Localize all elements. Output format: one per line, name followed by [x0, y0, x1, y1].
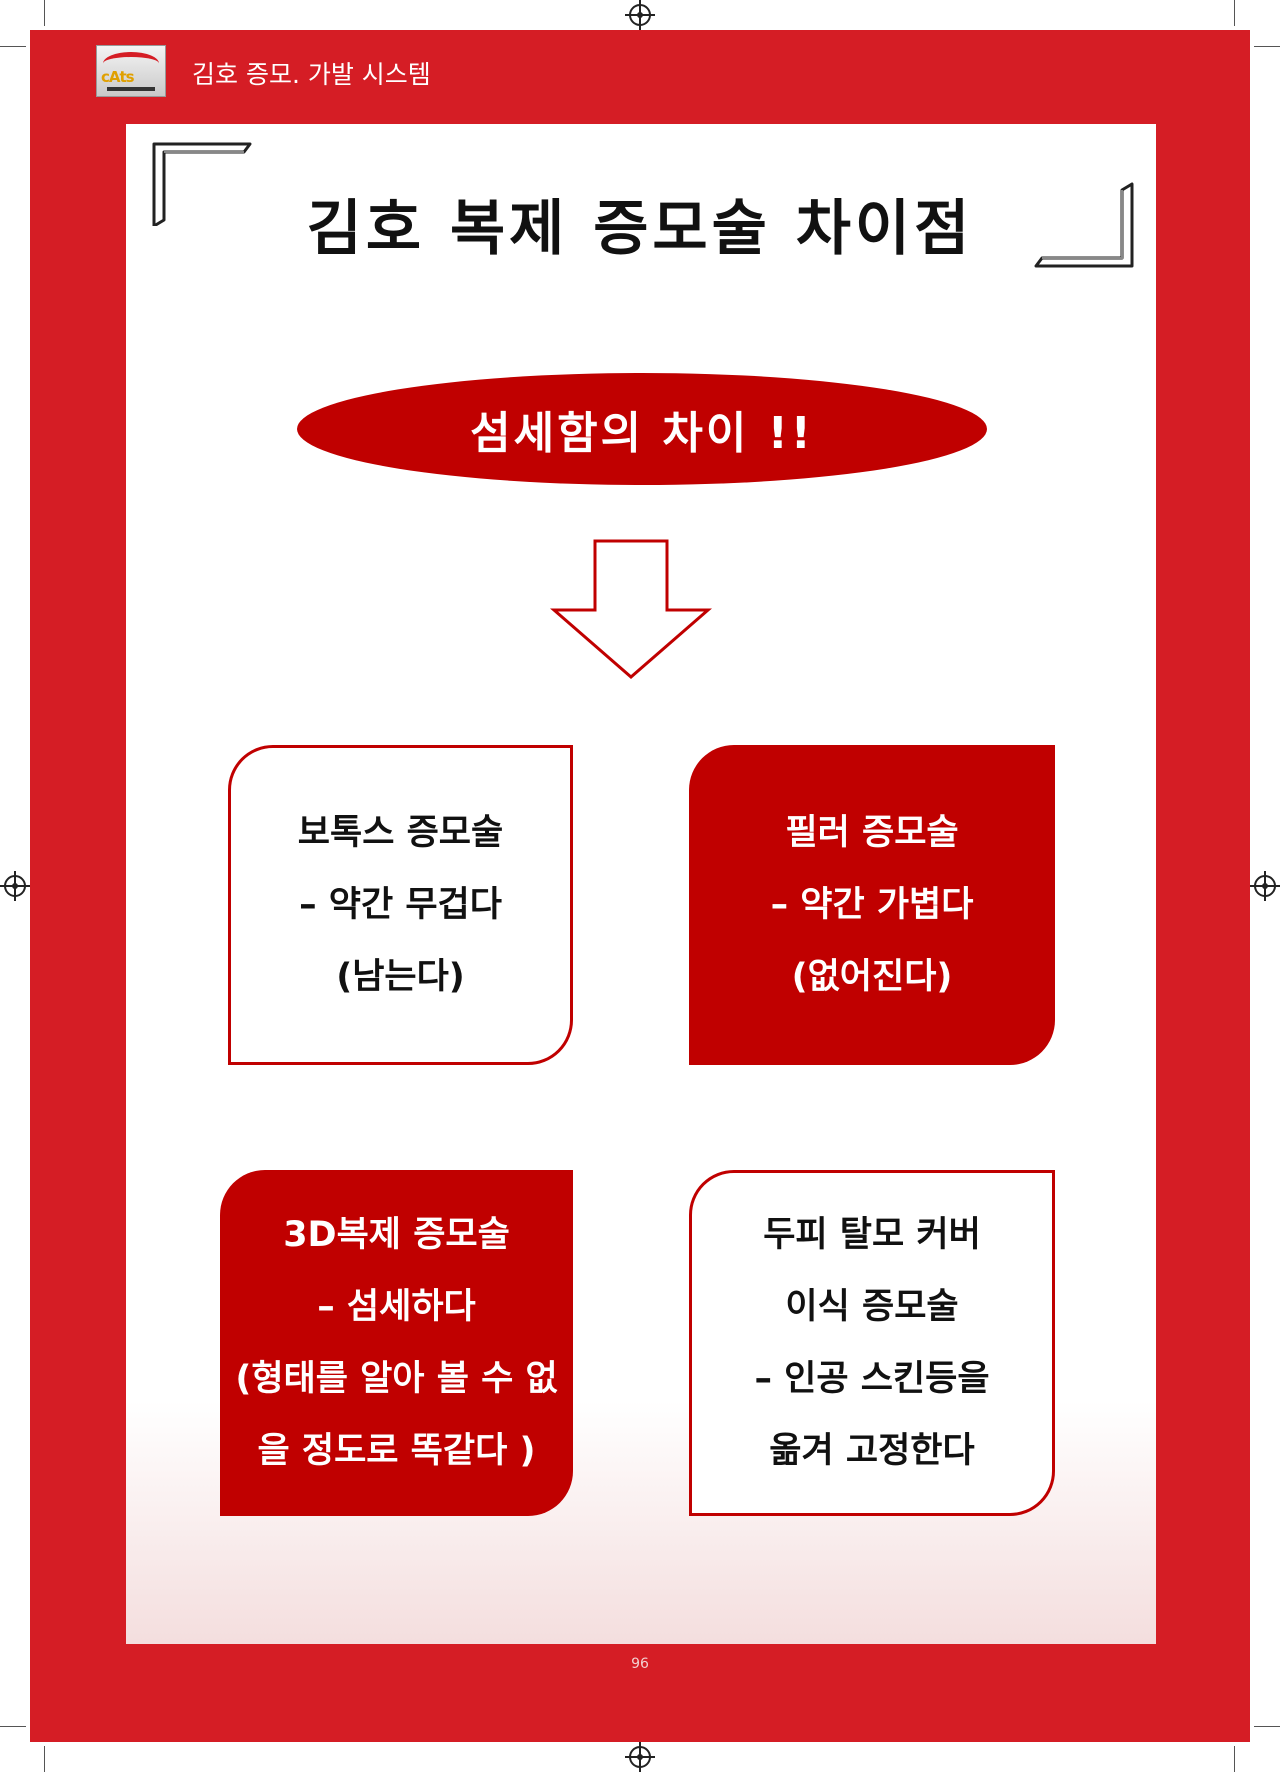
3d-replica-hair-box: 3D복제 증모술 – 섬세하다 (형태를 알아 볼 수 없 을 정도로 똑같다 … [220, 1170, 573, 1516]
box-line: 두피 탈모 커버 [763, 1215, 981, 1255]
box-line: 보톡스 증모술 [297, 813, 504, 853]
box-line: – 약간 가볍다 [770, 885, 974, 925]
registration-mark-icon [625, 1742, 655, 1772]
header-title: 김호 증모. 가발 시스템 [192, 60, 431, 89]
crop-mark [1254, 46, 1280, 47]
scalp-cover-hair-box: 두피 탈모 커버 이식 증모술 – 인공 스킨등을 옮겨 고정한다 [689, 1170, 1055, 1516]
box-line: (남는다) [336, 957, 465, 997]
brand-logo: cAts [96, 45, 166, 97]
filler-hair-box: 필러 증모술 – 약간 가볍다 (없어진다) [689, 745, 1055, 1065]
box-line: – 인공 스킨등을 [754, 1359, 990, 1399]
box-line: 이식 증모술 [785, 1287, 959, 1327]
registration-mark-icon [1250, 871, 1280, 901]
crop-mark [0, 46, 26, 47]
registration-mark-icon [0, 871, 30, 901]
box-line: 옮겨 고정한다 [769, 1431, 975, 1471]
crop-mark [1234, 1746, 1235, 1772]
botox-hair-box: 보톡스 증모술 – 약간 무겁다 (남는다) [228, 745, 573, 1065]
down-arrow-icon [550, 539, 712, 679]
crop-mark [44, 0, 45, 26]
crop-mark [1254, 1726, 1280, 1727]
corner-bracket-icon [1034, 182, 1134, 268]
box-line: – 약간 무겁다 [299, 885, 502, 925]
highlight-text: 섬세함의 차이 !! [470, 408, 814, 459]
page-title: 김호 복제 증모술 차이점 [306, 194, 974, 264]
box-line: 3D복제 증모술 [283, 1215, 510, 1255]
highlight-ellipse: 섬세함의 차이 !! [297, 373, 987, 485]
box-line: 을 정도로 똑같다 ) [257, 1431, 536, 1471]
box-line: (형태를 알아 볼 수 없 [235, 1359, 558, 1399]
corner-bracket-icon [152, 142, 252, 226]
box-line: (없어진다) [791, 957, 953, 997]
box-line: 필러 증모술 [785, 813, 959, 853]
box-line: – 섬세하다 [317, 1287, 476, 1327]
registration-mark-icon [625, 0, 655, 30]
crop-mark [44, 1746, 45, 1772]
crop-mark [1234, 0, 1235, 26]
page-number: 96 [631, 1656, 649, 1672]
crop-mark [0, 1726, 26, 1727]
